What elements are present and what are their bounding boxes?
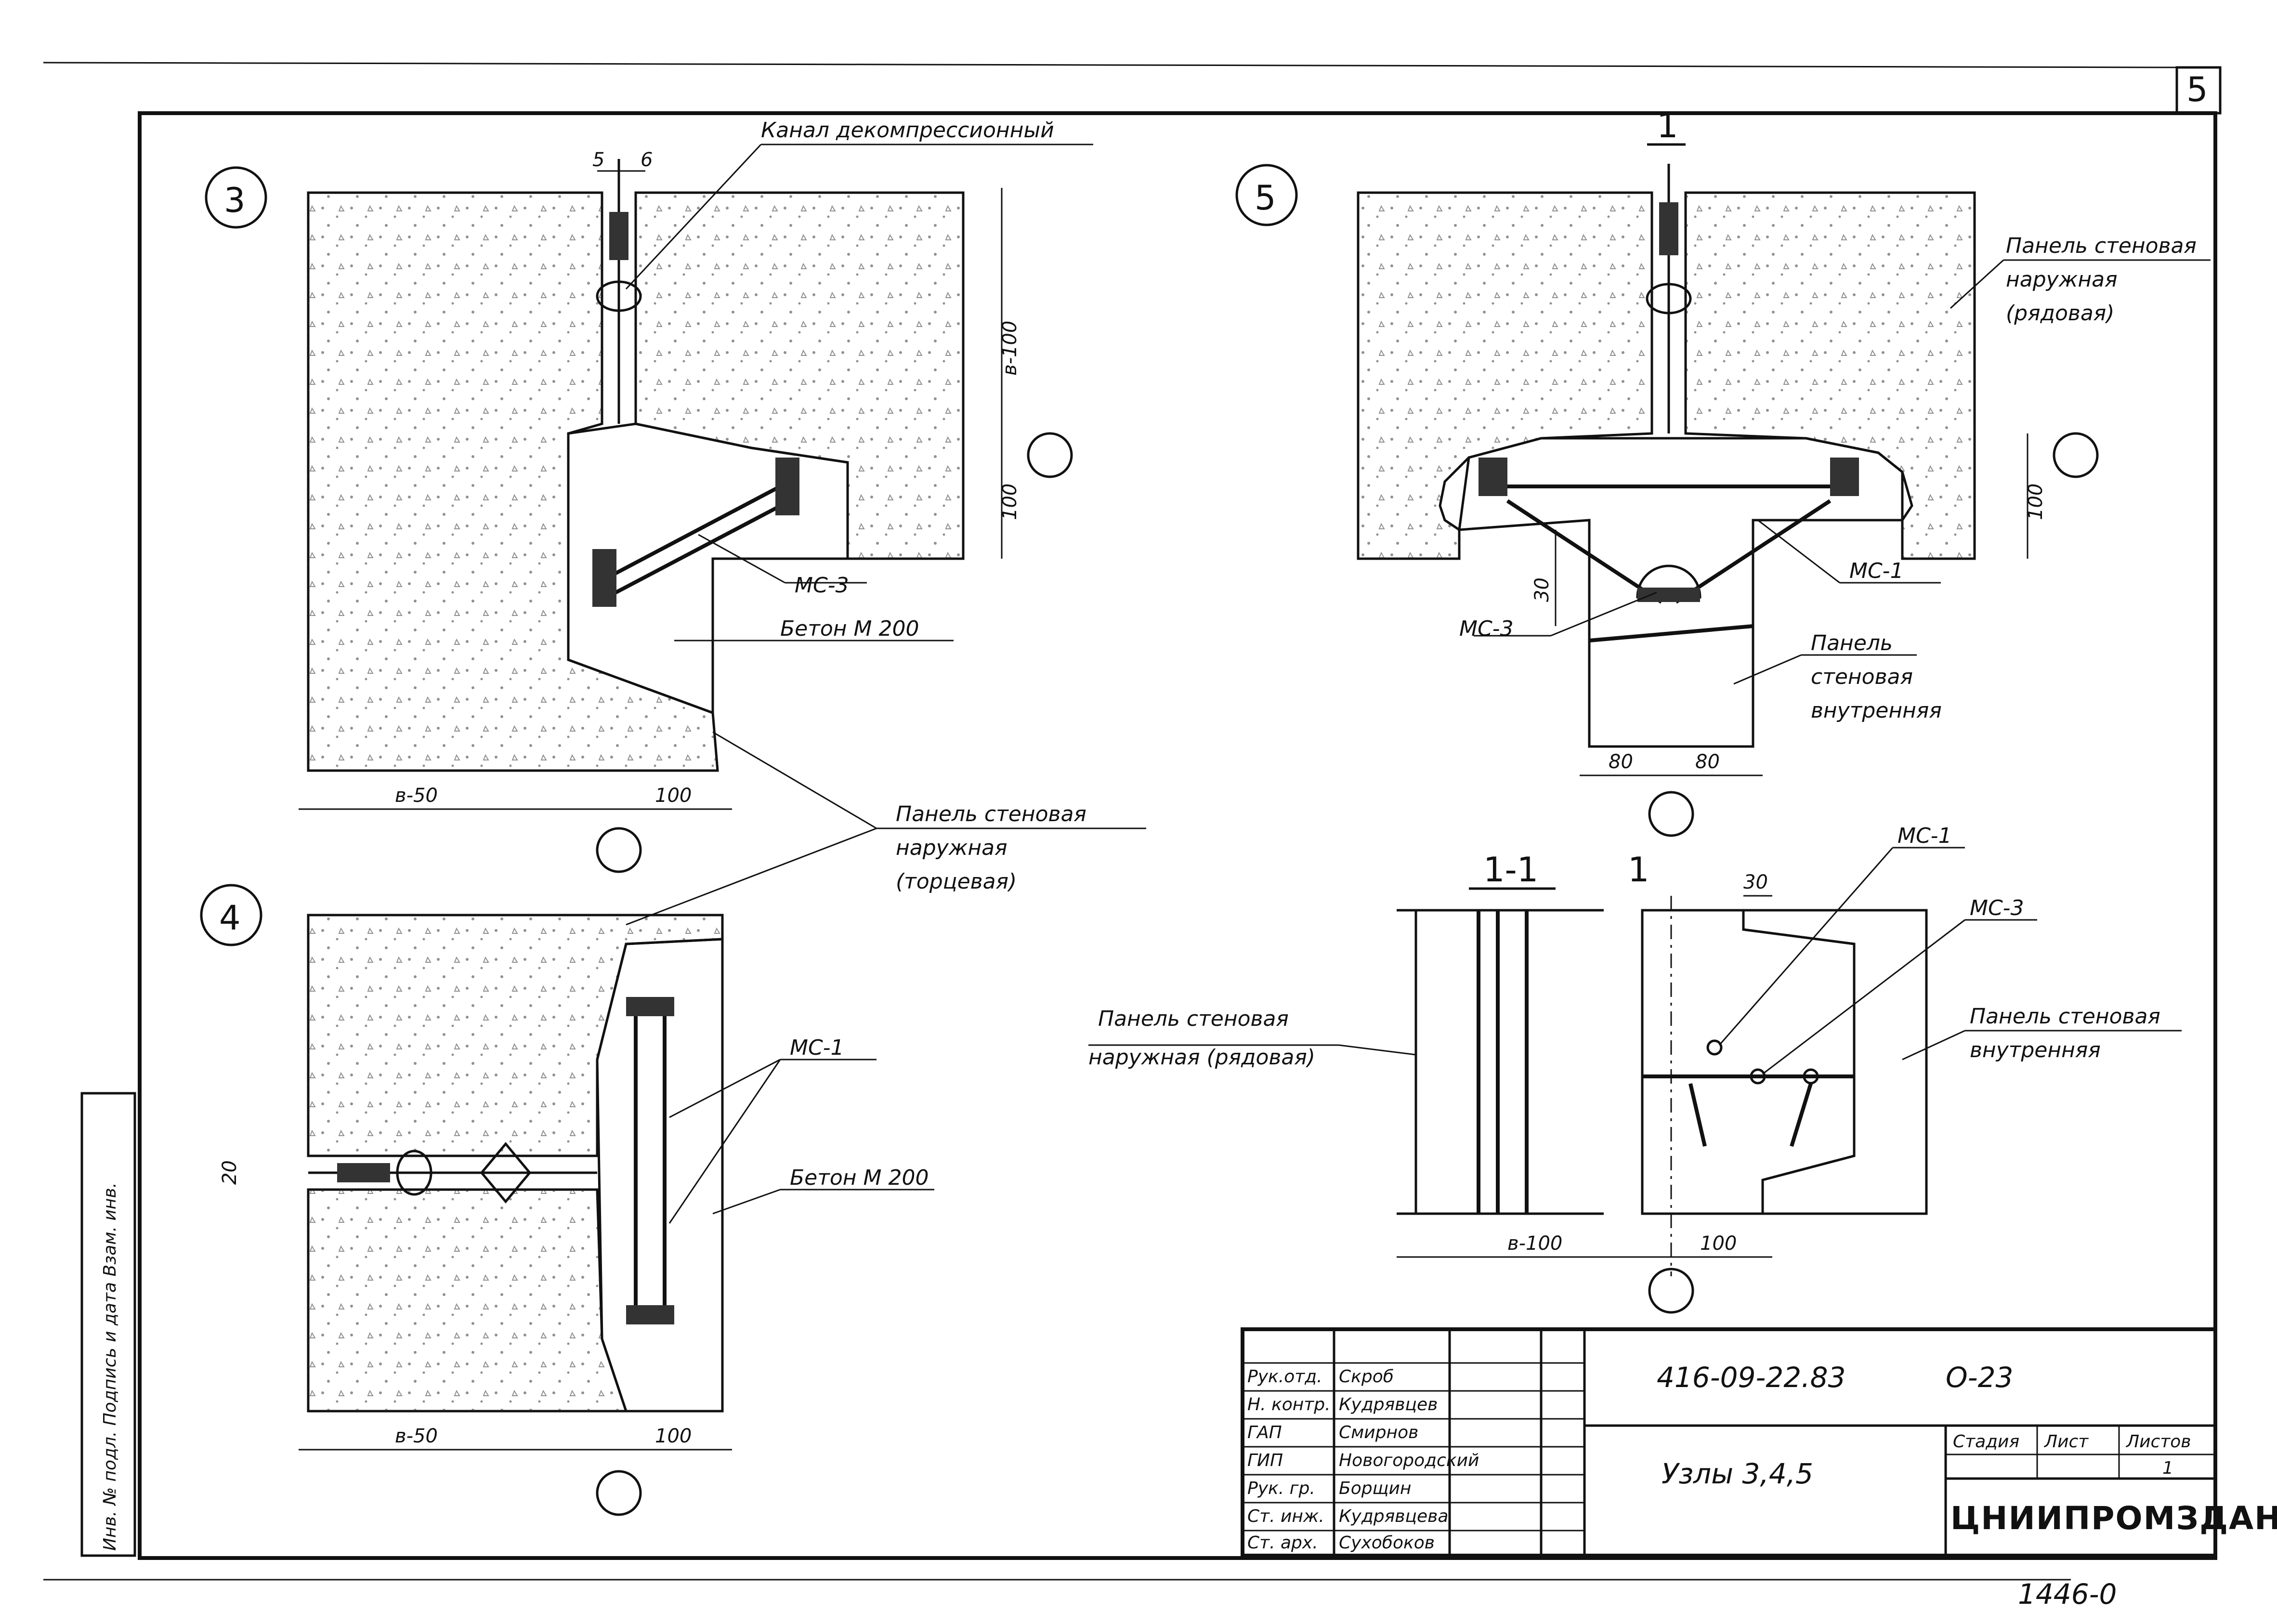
tb-name-5: Кудрявцева — [1339, 1506, 1448, 1526]
tb-drawing-title: Узлы 3,4,5 — [1662, 1457, 1813, 1490]
node-4-dim-bottom-right: 100 — [655, 1425, 692, 1447]
title-block: Рук.отд. Скроб Н. контр. Кудрявцев ГАП С… — [1241, 1327, 2277, 1558]
node-3-dim-top-b: 6 — [641, 149, 653, 171]
tb-doc-code: 416-09-22.83 — [1657, 1361, 1845, 1394]
tb-role-3: ГИП — [1247, 1451, 1283, 1470]
node-5-marker — [1235, 164, 1298, 226]
node-3-dim-top-a: 5 — [592, 149, 604, 171]
tb-role-6: Ст. арх. — [1247, 1533, 1318, 1553]
section-1-1-dim-top: 30 — [1743, 871, 1768, 893]
tb-organization: ЦНИИПРОМЗДАНИЙ — [1950, 1499, 2277, 1537]
sealant-plug — [609, 212, 628, 260]
side-stamp-text: Инв. № подл. Подпись и дата Взам. инв. — [100, 1182, 120, 1551]
node-5-panel-outer-line3: (рядовая) — [2006, 301, 2114, 326]
node-3: 3 5 6 в-100 100 в-50 100 Канал декомпрес… — [205, 118, 1093, 873]
node-5-panel-inner-line2: стеновая — [1811, 665, 1913, 689]
node-4-marker — [200, 884, 262, 946]
section-1-1-dim-bottom-left: в-100 — [1507, 1232, 1562, 1255]
node-5-dim-bottom-left: 80 — [1609, 751, 1633, 773]
tb-role-2: ГАП — [1247, 1423, 1282, 1442]
node-5-axis-bottom — [1648, 791, 1694, 837]
node-3-axis-bottom — [596, 827, 642, 873]
node-5-dim-right: 100 — [2025, 484, 2047, 520]
node-5-callout-ms1: МС-1 — [1849, 559, 1904, 583]
section-1-1-panel-inner-line1: Панель стеновая — [1970, 1004, 2160, 1029]
node-3-callout-channel: Канал декомпрессионный — [761, 118, 1054, 143]
node-4-dim-bottom-left: в-50 — [395, 1425, 438, 1447]
tb-role-5: Ст. инж. — [1247, 1506, 1324, 1526]
tb-sheet-code: О-23 — [1946, 1361, 2013, 1394]
node-3-dim-right-top: в-100 — [999, 321, 1021, 376]
side-stamp: Инв. № подл. Подпись и дата Взам. инв. — [80, 1092, 136, 1557]
tb-name-4: Борщин — [1339, 1479, 1411, 1498]
section-1-1-panel-inner-line2: внутренняя — [1970, 1038, 2101, 1062]
node-3-number: 3 — [224, 181, 246, 220]
section-1-1-panel-outer-line1: Панель стеновая — [1098, 1007, 1289, 1031]
section-1-1-title: 1-1 — [1483, 850, 1538, 890]
section-1-1-callout-ms3: МС-3 — [1970, 896, 2024, 920]
tb-name-1: Кудрявцев — [1339, 1395, 1438, 1414]
tb-sheet-value: 1 — [2162, 1458, 2173, 1478]
tb-name-0: Скроб — [1339, 1367, 1394, 1387]
node-3-dim-bottom-left: в-50 — [395, 785, 438, 807]
node-3-callout-concrete: Бетон М 200 — [780, 616, 919, 641]
node-5-dim-bottom-right: 80 — [1695, 751, 1720, 773]
section-1-1: 1-1 1 30 в-100 100 МС-1 МС-3 — [1088, 824, 2182, 1314]
panel-end-line3: (торцевая) — [896, 869, 1017, 894]
sheet-frame: 5 — [43, 62, 2222, 1581]
section-1-1-callout-ms1: МС-1 — [1898, 824, 1952, 848]
node-5-axis-right — [2053, 432, 2099, 478]
tb-name-2: Смирнов — [1339, 1423, 1418, 1442]
node-5-panel-inner-line1: Панель — [1811, 631, 1893, 655]
node-3-dim-right-bottom: 100 — [999, 484, 1021, 520]
node-4-callout-ms1: МС-1 — [790, 1035, 844, 1060]
node-5-panel-inner-line3: внутренняя — [1811, 698, 1942, 723]
node-3-callout-ms3: МС-3 — [795, 573, 849, 598]
node-3-marker — [205, 166, 267, 229]
section-1-1-axis-bottom — [1648, 1268, 1694, 1314]
node-4-dim-left: 20 — [219, 1160, 241, 1185]
tb-col-sheets: Листов — [2125, 1432, 2191, 1452]
tb-col-sheet: Лист — [2043, 1432, 2089, 1452]
node-5-panel-outer-line1: Панель стеновая — [2006, 234, 2197, 258]
tb-role-4: Рук. гр. — [1247, 1479, 1315, 1498]
stamp-number: 1446-0 — [2018, 1578, 2117, 1611]
section-1-1-panel-outer-line2: наружная (рядовая) — [1088, 1045, 1315, 1070]
node-3-axis-right — [1027, 432, 1073, 478]
panel-end-callout: Панель стеновая наружная (торцевая) — [626, 731, 1146, 926]
node-5-section-mark: 1 — [1657, 106, 1678, 145]
node-5-panel-outer-line2: наружная — [2006, 267, 2118, 292]
tb-name-3: Новогородский — [1339, 1451, 1479, 1470]
node-3-dim-bottom-right: 100 — [655, 785, 692, 807]
node-4-axis-bottom — [596, 1470, 642, 1516]
node-4: 4 20 в-50 100 МС-1 Бетон М 200 — [200, 884, 934, 1516]
node-5-dim-left: 30 — [1531, 577, 1553, 602]
panel-end-line1: Панель стеновая — [896, 802, 1086, 826]
tb-role-0: Рук.отд. — [1247, 1367, 1322, 1387]
tb-name-6: Сухобоков — [1339, 1533, 1435, 1553]
node-5-number: 5 — [1255, 178, 1276, 218]
title-block-rows: Рук.отд. Скроб Н. контр. Кудрявцев ГАП С… — [1243, 1362, 1584, 1553]
page-number: 5 — [2186, 70, 2208, 109]
section-1-1-mark: 1 — [1628, 850, 1649, 890]
tb-col-stage: Стадия — [1953, 1432, 2019, 1452]
section-1-1-dim-bottom-right: 100 — [1700, 1232, 1737, 1255]
panel-end-line2: наружная — [896, 836, 1008, 860]
node-4-number: 4 — [219, 898, 241, 938]
node-5: 5 1 100 30 80 80 — [1235, 106, 2211, 837]
node-4-callout-concrete: Бетон М 200 — [790, 1166, 929, 1190]
node-5-callout-ms3: МС-3 — [1459, 616, 1514, 641]
tb-role-1: Н. контр. — [1247, 1395, 1331, 1414]
